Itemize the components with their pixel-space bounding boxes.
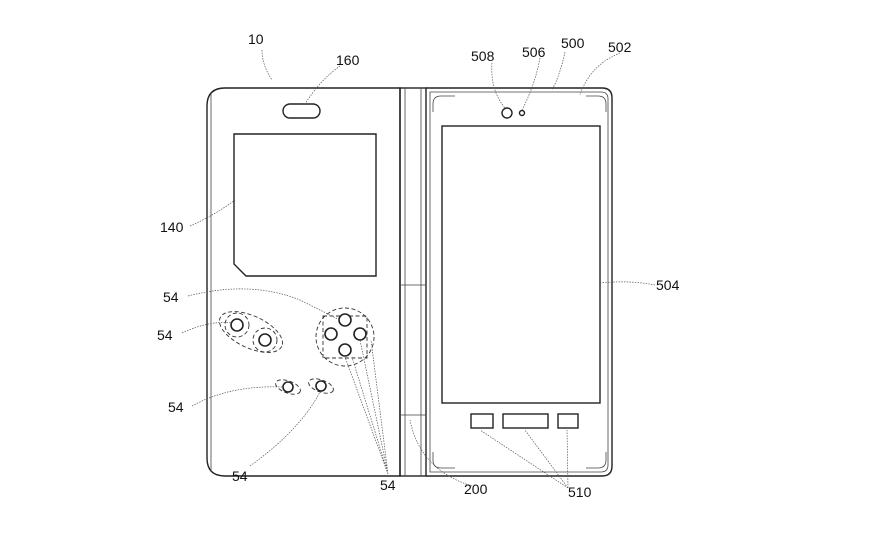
label-54-action: 54 [157, 327, 173, 343]
reference-labels: 10 160 140 54 54 54 54 54 200 508 506 50… [157, 31, 680, 500]
control-buttons [219, 307, 375, 395]
phone-button-menu[interactable] [557, 413, 579, 429]
label-54-dpad: 54 [163, 289, 179, 305]
label-10: 10 [248, 31, 264, 47]
phone-screen [441, 125, 601, 404]
start-button[interactable] [315, 380, 327, 392]
action-button-a[interactable] [230, 318, 244, 332]
label-506: 506 [522, 44, 546, 60]
label-54-select: 54 [168, 399, 184, 415]
label-54-dpad-bottom: 54 [380, 477, 396, 493]
dpad-right[interactable] [353, 327, 367, 341]
label-54-start: 54 [232, 468, 248, 484]
phone-button-back[interactable] [470, 413, 494, 429]
leader-lines [181, 49, 656, 489]
label-500: 500 [561, 35, 585, 51]
device-cover [206, 87, 401, 477]
label-508: 508 [471, 48, 495, 64]
phone-button-home[interactable] [502, 413, 549, 429]
label-510: 510 [568, 484, 592, 500]
camera-icon [501, 107, 513, 119]
display-window [233, 133, 377, 277]
label-200: 200 [464, 481, 488, 497]
dpad-down[interactable] [338, 343, 352, 357]
hinge [399, 87, 427, 477]
smartphone-case [426, 87, 613, 477]
speaker-slot [282, 103, 321, 119]
label-160: 160 [336, 52, 360, 68]
label-502: 502 [608, 39, 632, 55]
sensor-icon [518, 109, 526, 117]
action-button-b[interactable] [258, 333, 272, 347]
dpad-left[interactable] [324, 327, 338, 341]
label-140: 140 [160, 219, 184, 235]
dpad-up[interactable] [338, 313, 352, 327]
label-504: 504 [656, 277, 680, 293]
select-button[interactable] [282, 381, 294, 393]
